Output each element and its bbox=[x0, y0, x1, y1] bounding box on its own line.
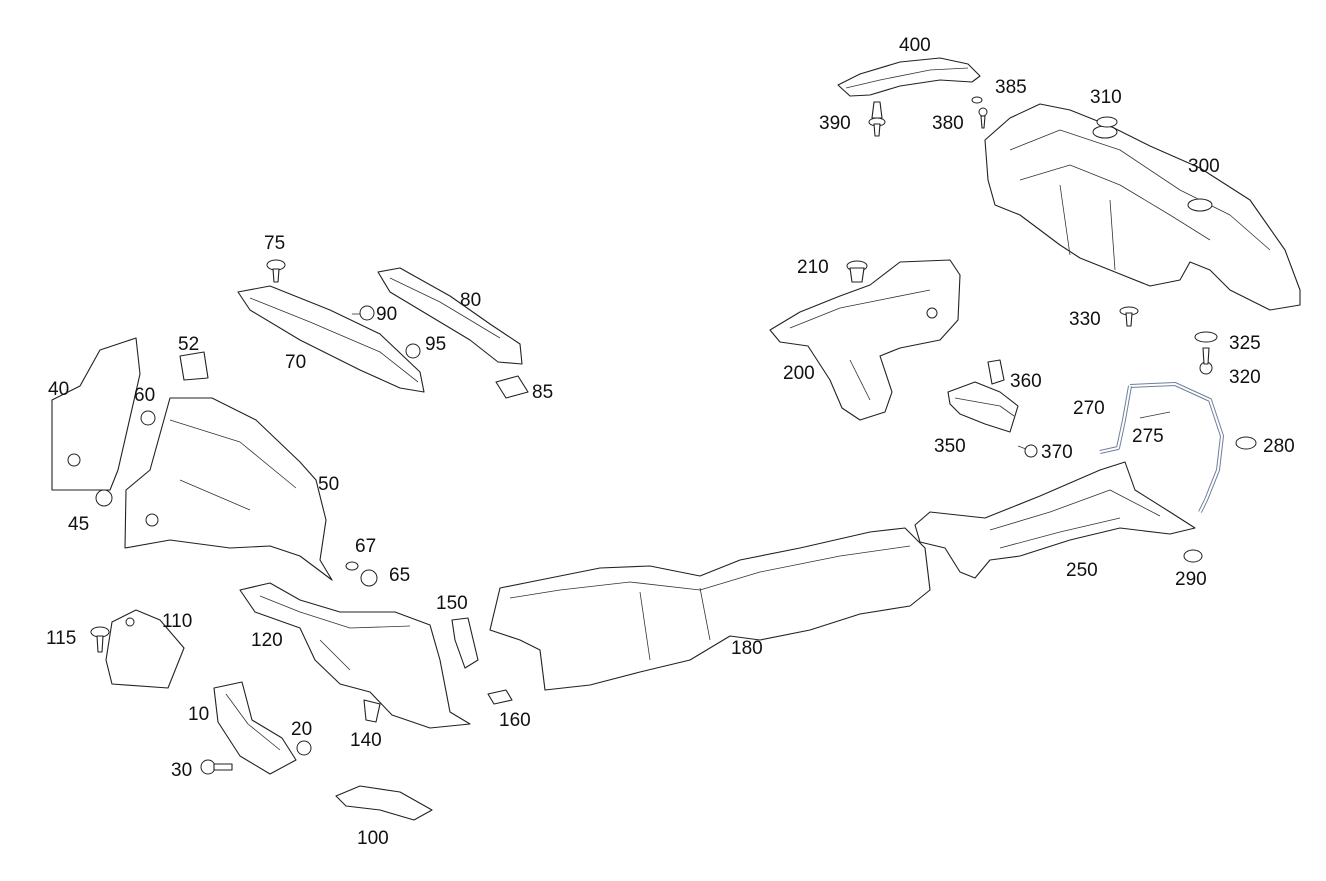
part-30-bolt bbox=[200, 759, 233, 775]
callout-250: 250 bbox=[1066, 560, 1098, 581]
part-280-nut bbox=[1235, 436, 1257, 450]
callout-350: 350 bbox=[934, 436, 966, 457]
callout-50: 50 bbox=[318, 474, 339, 495]
part-320-screw bbox=[1199, 347, 1213, 375]
part-115-bolt bbox=[90, 626, 110, 653]
callout-150: 150 bbox=[436, 593, 468, 614]
part-70-strip bbox=[237, 285, 425, 393]
part-150-shield-small bbox=[451, 617, 479, 669]
callout-180: 180 bbox=[731, 638, 763, 659]
callout-20: 20 bbox=[291, 719, 312, 740]
callout-10: 10 bbox=[188, 704, 209, 725]
callout-80: 80 bbox=[460, 290, 481, 311]
part-350-bracket bbox=[947, 381, 1019, 433]
callout-310: 310 bbox=[1090, 87, 1122, 108]
part-67-washer bbox=[345, 561, 359, 571]
part-140-clip bbox=[363, 699, 381, 723]
callout-290: 290 bbox=[1175, 569, 1207, 590]
callout-52: 52 bbox=[178, 334, 199, 355]
callout-330: 330 bbox=[1069, 309, 1101, 330]
part-95-nut bbox=[405, 343, 421, 359]
callout-320: 320 bbox=[1229, 367, 1261, 388]
part-80-strip bbox=[377, 267, 523, 365]
part-65-nut bbox=[360, 569, 378, 587]
callout-40: 40 bbox=[48, 379, 69, 400]
callout-380: 380 bbox=[932, 113, 964, 134]
callout-385: 385 bbox=[995, 77, 1027, 98]
callout-160: 160 bbox=[499, 710, 531, 731]
part-330-bolt bbox=[1119, 306, 1139, 327]
part-100-bracket bbox=[335, 785, 433, 821]
callout-390: 390 bbox=[819, 113, 851, 134]
callout-67: 67 bbox=[355, 536, 376, 557]
part-10-bracket bbox=[213, 681, 297, 775]
callout-60: 60 bbox=[134, 385, 155, 406]
callout-30: 30 bbox=[171, 760, 192, 781]
callout-140: 140 bbox=[350, 730, 382, 751]
part-200-heat-shield bbox=[769, 259, 961, 421]
callout-85: 85 bbox=[532, 382, 553, 403]
callout-45: 45 bbox=[68, 514, 89, 535]
callout-275: 275 bbox=[1132, 426, 1164, 447]
part-75-bolt bbox=[266, 259, 286, 283]
callout-70: 70 bbox=[285, 352, 306, 373]
part-270-bracket-frame bbox=[1099, 382, 1224, 513]
part-385-washer bbox=[971, 96, 983, 104]
callout-210: 210 bbox=[797, 257, 829, 278]
part-20-nut bbox=[296, 740, 312, 756]
part-50-heat-shield bbox=[124, 397, 333, 581]
part-110-bracket bbox=[105, 609, 185, 689]
callout-300: 300 bbox=[1188, 156, 1220, 177]
callout-120: 120 bbox=[251, 630, 283, 651]
callout-65: 65 bbox=[389, 565, 410, 586]
part-45-nut bbox=[95, 489, 113, 507]
callout-115: 115 bbox=[46, 628, 76, 649]
part-120-heat-shield bbox=[239, 582, 471, 729]
callout-200: 200 bbox=[783, 363, 815, 384]
part-52-clip bbox=[179, 351, 209, 381]
callout-360: 360 bbox=[1010, 371, 1042, 392]
part-300-heat-shield bbox=[984, 103, 1301, 311]
callout-95: 95 bbox=[425, 334, 446, 355]
part-310-grommet bbox=[1096, 116, 1118, 128]
callout-110: 110 bbox=[162, 611, 192, 632]
part-90-bolt bbox=[352, 305, 375, 321]
part-60-bolt bbox=[140, 410, 156, 426]
callout-75: 75 bbox=[264, 233, 285, 254]
callout-370: 370 bbox=[1041, 442, 1073, 463]
callout-90: 90 bbox=[376, 304, 397, 325]
part-160-clip bbox=[487, 689, 513, 705]
callout-270: 270 bbox=[1073, 398, 1105, 419]
part-390-push-clip bbox=[868, 101, 886, 137]
part-370-screw bbox=[1017, 444, 1038, 458]
part-290-nut bbox=[1183, 549, 1203, 563]
callout-280: 280 bbox=[1263, 436, 1295, 457]
part-210-clip bbox=[846, 260, 868, 283]
part-360-speed-nut bbox=[987, 359, 1005, 385]
part-275-stud bbox=[1139, 411, 1171, 419]
callout-325: 325 bbox=[1229, 333, 1261, 354]
part-325-washer bbox=[1194, 331, 1218, 343]
part-40-heat-shield bbox=[51, 337, 141, 491]
part-85-clip bbox=[495, 375, 529, 399]
part-250-heat-shield bbox=[914, 461, 1196, 579]
callout-400: 400 bbox=[899, 35, 931, 56]
callout-100: 100 bbox=[357, 828, 389, 849]
part-380-screw bbox=[978, 107, 988, 129]
part-400-heat-shield bbox=[837, 57, 981, 97]
part-180-heat-shield bbox=[489, 527, 931, 691]
